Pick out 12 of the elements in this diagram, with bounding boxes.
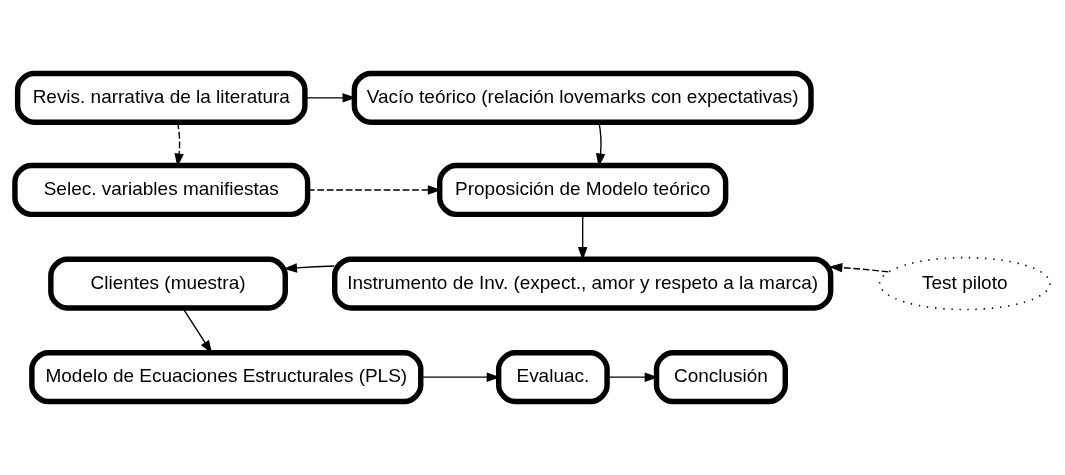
node-ellipse: Test piloto (878, 256, 1051, 311)
node-box: Clientes (muestra) (48, 256, 288, 311)
node-box: Vacío teórico (relación lovemarks con expectativas) (351, 70, 814, 125)
arrow (283, 263, 335, 273)
node-box: Revis. narrativa de la literatura (14, 70, 308, 125)
node-box: Selec. variables manifiestas (12, 162, 311, 218)
node-box: Proposición de Modelo teórico (437, 162, 729, 218)
node-box: Instrumento de Inv. (expect., amor y respeto a la marca) (332, 256, 834, 311)
node-box: Conclusión (653, 350, 788, 405)
node-box: Evaluac. (495, 350, 610, 405)
node-box: Modelo de Ecuaciones Estructurales (PLS) (29, 350, 424, 405)
arrow (828, 262, 890, 273)
